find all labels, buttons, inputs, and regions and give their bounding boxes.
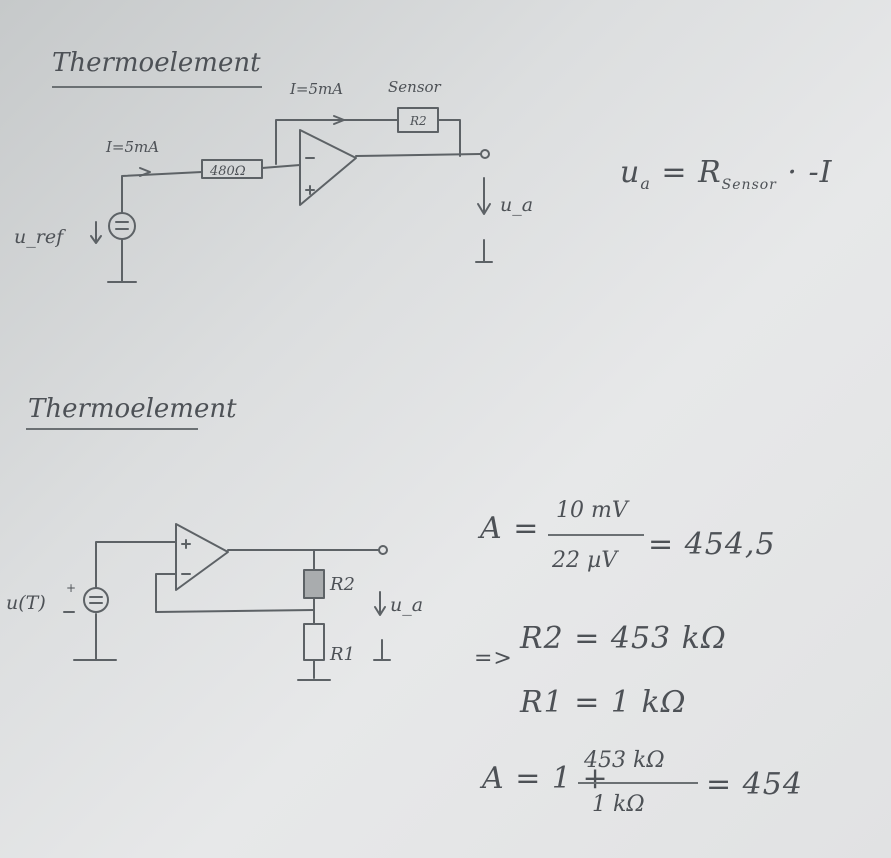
opamp-1 [299,129,357,206]
formula-lhs: u [620,155,641,190]
gain-check-fraction-bar [578,782,698,784]
gain-check-result: = 454 [706,767,803,802]
wire-resistor-opamp [261,164,301,169]
wire-source-resistor [121,171,203,214]
formula-mid: = R [650,155,722,190]
output-voltage-label-2: u_a [390,594,424,616]
formula-sub: Sensor [721,177,777,193]
gain-eq-result: = 454,5 [648,527,776,562]
section1-title-underline [52,86,262,88]
resistor-r1-label: R1 [329,644,355,665]
circuit-1: 480Ω R2 [90,107,493,283]
resistor-r2-label: R2 [329,574,355,595]
voltage-source-2 [83,587,109,613]
feedback-wire-left [275,119,399,165]
section1-title: Thermoelement [52,48,261,78]
feedback-wire-2 [155,573,315,613]
sensor-label: Sensor [388,78,441,96]
feedback-current-arrow [333,115,345,125]
resistor-r1 [303,623,325,661]
section2-title: Thermoelement [28,394,237,424]
gain-eq-numerator: 10 mV [556,498,628,523]
sensor-resistor-label: R2 [409,114,427,128]
voltage-source-1 [108,212,136,240]
implies-arrow: => [474,646,513,671]
input-current-arrow [139,167,151,177]
opamp-2 [175,523,229,591]
feedback-current-label: I=5mA [290,80,344,98]
output-formula: ua = RSensor · -I [620,155,833,193]
gain-eq-denominator: 22 µV [552,548,618,573]
resistor-r2 [303,569,325,599]
source2-plus-sign: + [66,581,76,595]
input-current-label: I=5mA [106,138,160,156]
gain-check-lhs: A = 1 + [482,761,609,796]
gain-eq-lhs: A = [480,511,540,546]
circuit-2: + R2 R1 [63,523,391,681]
output-voltage-arrowhead [477,203,491,215]
gain-check-denominator: 1 kΩ [592,792,645,817]
output-terminal-1 [480,149,490,159]
source-ref-arrowhead [90,235,102,244]
section2-title-underline [26,428,198,430]
output-voltage-label: u_a [500,194,534,216]
formula-rhs: · -I [776,155,833,190]
output-wire-1 [355,153,481,157]
feedback-wire-right [437,119,461,157]
formula-lhs-sub: a [640,174,651,193]
gain-eq-fraction-bar [548,534,644,536]
source-ref-label: u_ref [14,226,64,248]
input-resistor-label: 480Ω [209,164,246,179]
wire-source2-plus [95,541,177,589]
r2-value: R2 = 453 kΩ [520,621,727,656]
source-temp-label: u(T) [6,592,46,614]
r1-value: R1 = 1 kΩ [520,685,687,720]
gain-check-numerator: 453 kΩ [584,748,665,773]
output-terminal-2 [378,545,388,555]
output-voltage-arrowhead-2 [374,606,386,616]
